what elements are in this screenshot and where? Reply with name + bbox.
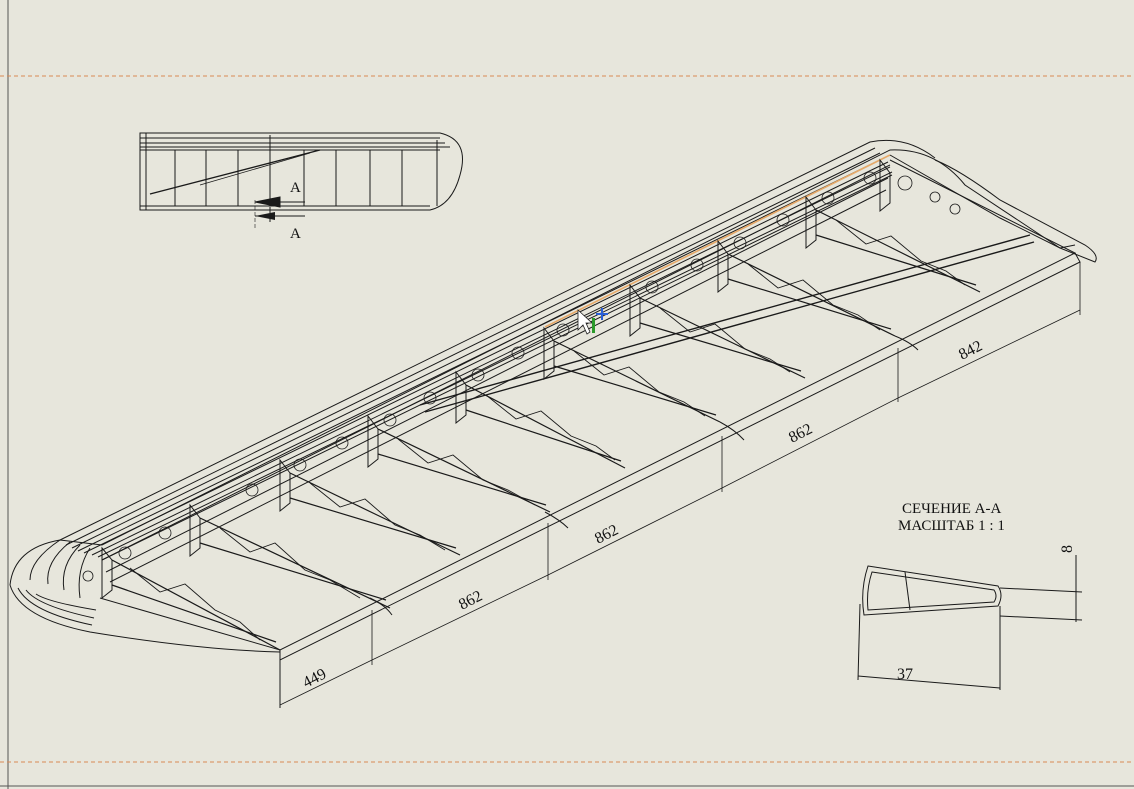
section-width-dimension: 37 [897, 666, 913, 683]
mouse-cursor-icon [577, 308, 608, 335]
dimension-449: 449 [300, 666, 329, 692]
wing-isometric-view[interactable] [9, 139, 1097, 708]
top-view[interactable] [139, 132, 463, 228]
dimension-862-second: 862 [592, 522, 621, 548]
section-a-a-view[interactable] [857, 555, 1083, 690]
section-scale: МАСШТАБ 1 : 1 [898, 518, 1005, 534]
section-marker-upper: A [290, 180, 301, 196]
section-title: СЕЧЕНИЕ А-А [902, 501, 1001, 517]
dimension-842: 842 [956, 338, 985, 364]
dimension-lines [279, 262, 1081, 706]
dimension-862-first: 862 [456, 588, 485, 614]
section-height-dimension: 8 [1059, 545, 1076, 553]
section-marker-lower: A [290, 226, 301, 242]
